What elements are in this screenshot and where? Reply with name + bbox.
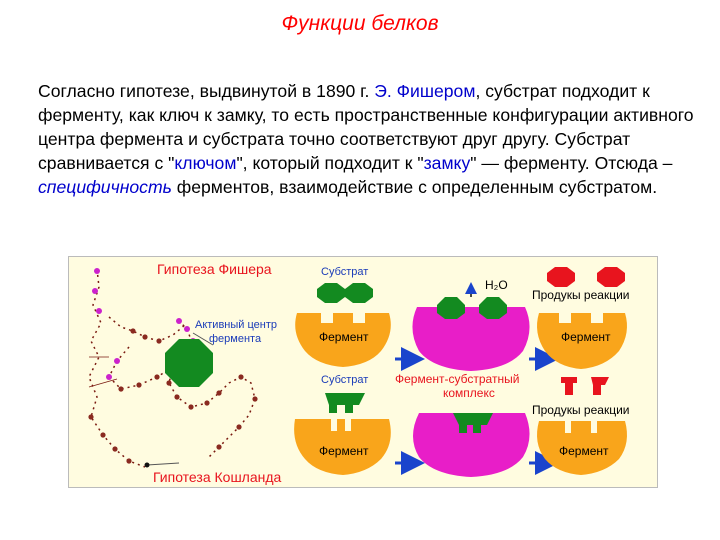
lock-term: замку [423, 153, 471, 173]
enzyme-bottom-1 [294, 419, 391, 475]
products-bottom [561, 377, 609, 395]
water-label: H₂O [485, 278, 508, 292]
enzyme-label-top-2: Фермент [561, 330, 611, 344]
substrate-bottom [325, 393, 365, 413]
substrate-label-bottom: Субстрат [321, 374, 368, 386]
koshland-hypothesis-label: Гипотеза Кошланда [153, 469, 282, 485]
fischer-name: Э. Фишером [374, 81, 476, 101]
para-text-2: , субстрат подходит к ферменту, как ключ… [38, 81, 694, 173]
active-center-label-2: фермента [209, 333, 262, 345]
enzyme-top-2 [537, 313, 627, 369]
enzyme-hypotheses-figure: Гипотеза Фишера Гипотеза Кошланда Активн… [68, 256, 658, 488]
enzyme-top-1 [295, 313, 391, 367]
complex-label-1: Фермент-субстратный [395, 372, 519, 386]
complex-bottom [413, 413, 530, 477]
key-term: ключом [174, 153, 237, 173]
substrate-top [317, 283, 373, 303]
products-label-bottom: Продукы реакции [532, 403, 629, 417]
substrate-bound-bottom [453, 413, 493, 433]
active-center-label-1: Активный центр [195, 319, 277, 331]
para-text-5: ферментов, взаимодействие с определенным… [171, 177, 658, 197]
fischer-hypothesis-label: Гипотеза Фишера [157, 261, 272, 277]
enzyme-bottom-2 [537, 421, 627, 475]
para-text-1: Согласно гипотезе, выдвинутой в 1890 г. [38, 81, 375, 101]
products-top [547, 267, 625, 287]
products-label-top: Продукы реакции [532, 288, 629, 302]
body-paragraph: Согласно гипотезе, выдвинутой в 1890 г. … [38, 79, 698, 199]
enzyme-label-bottom-2: Фермент [559, 444, 609, 458]
substrate-label-top: Субстрат [321, 266, 368, 278]
complex-top [412, 307, 530, 371]
enzyme-label-top-1: Фермент [319, 330, 369, 344]
specificity-term: специфичность [38, 177, 172, 197]
slide-title: Функции белков [281, 12, 439, 35]
enzyme-label-bottom-1: Фермент [319, 444, 369, 458]
complex-label-2: комплекс [443, 386, 495, 400]
substrate-bound-top [437, 297, 507, 319]
figure-svg: Гипотеза Фишера Гипотеза Кошланда Активн… [88, 261, 629, 485]
para-text-4: " — ферменту. Отсюда – [470, 153, 673, 173]
para-text-3: ", который подходит к " [236, 153, 424, 173]
protein-chain-illustration [88, 268, 258, 468]
